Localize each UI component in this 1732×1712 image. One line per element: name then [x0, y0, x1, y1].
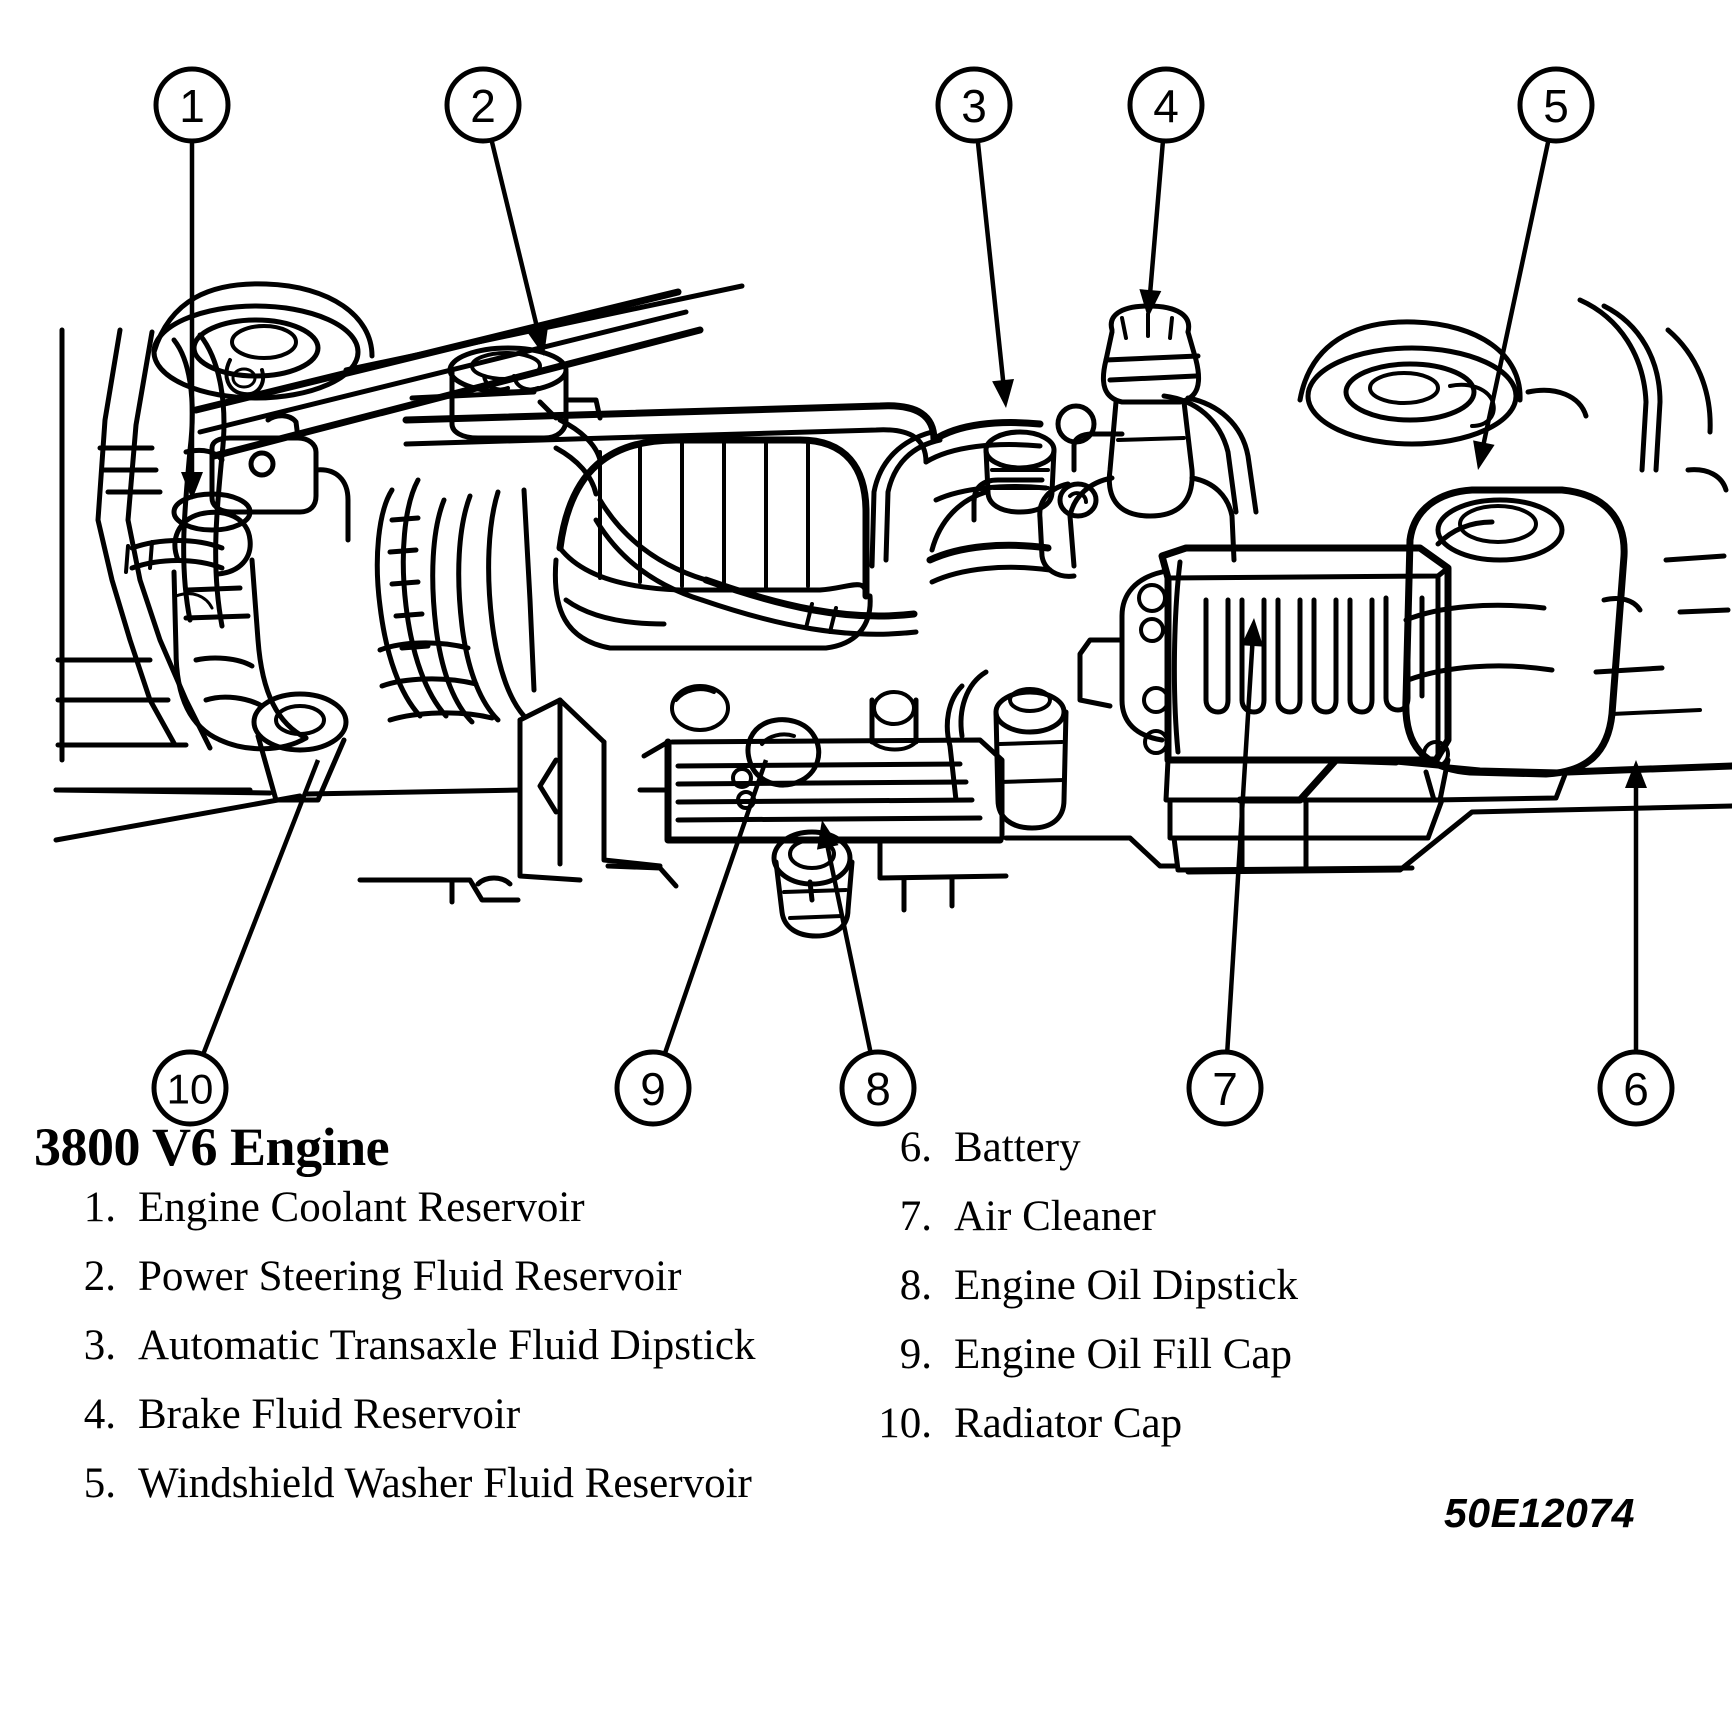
callout-number-2: 2 [470, 80, 496, 132]
washer-fluid-reservoir [1402, 486, 1702, 803]
callout-arrowhead [1473, 440, 1495, 470]
oil-dipstick [771, 829, 855, 939]
legend-item-number: 3. [83, 1322, 116, 1369]
legend-item-label: Windshield Washer Fluid Reservoir [138, 1460, 752, 1507]
callout-arrowhead [1241, 618, 1264, 647]
legend-item: 3. Automatic Transaxle Fluid Dipstick [46, 1324, 846, 1367]
vacuum-valve-block [971, 403, 1125, 579]
callout-bubble-2[interactable] [444, 66, 522, 144]
callout-bubble-5[interactable] [1517, 66, 1595, 144]
air-cleaner-box [1077, 544, 1452, 873]
legend-item-number: 7. [899, 1193, 932, 1240]
legend-column-right: 6. Battery 7. Air Cleaner 8. Engine Oil Dipst… [862, 1126, 1482, 1471]
callout-leader-line [1481, 139, 1551, 446]
artwork-group: 1 2 3 4 5 6 7 8 9 10 [53, 66, 1732, 1127]
battery-region [1185, 756, 1732, 875]
right-strut-tower [1297, 297, 1731, 615]
callout-number-6: 6 [1623, 1063, 1649, 1115]
callout-number-9: 9 [640, 1063, 666, 1115]
callout-number-7: 7 [1212, 1063, 1238, 1115]
legend-column-left: 1. Engine Coolant Reservoir 2. Power Steeri… [46, 1186, 846, 1531]
legend-item-number: 6. [899, 1124, 932, 1171]
misc-fittings [670, 684, 919, 752]
legend-item: 1. Engine Coolant Reservoir [46, 1186, 846, 1229]
callout-number-10: 10 [167, 1066, 214, 1113]
callout-bubble-4[interactable] [1127, 66, 1205, 144]
valve-cover [517, 697, 1005, 883]
legend-item-number: 2. [83, 1253, 116, 1300]
callout-bubble-6[interactable] [1597, 1049, 1675, 1127]
callout-arrowhead [526, 326, 549, 356]
callout-bubble-10[interactable] [151, 1049, 229, 1127]
legend-item: 8. Engine Oil Dipstick [862, 1264, 1482, 1307]
legend-item: 9. Engine Oil Fill Cap [862, 1333, 1482, 1376]
oil-fill-cap [731, 717, 822, 810]
legend-item-label: Battery [954, 1124, 1081, 1171]
callout-number-1: 1 [179, 80, 205, 132]
brake-fluid-reservoir [1067, 303, 1237, 569]
legend-item: 5. Windshield Washer Fluid Reservoir [46, 1462, 846, 1505]
callout-bubble-8[interactable] [839, 1049, 917, 1127]
figure-code: 50E12074 [1444, 1490, 1635, 1536]
callout-bubble-1[interactable] [153, 66, 231, 144]
legend-item-number: 5. [83, 1460, 116, 1507]
left-fender-structure [53, 327, 273, 796]
power-steering-reservoir [447, 345, 603, 441]
legend-item-label: Radiator Cap [954, 1400, 1183, 1447]
legend-item: 6. Battery [862, 1126, 1482, 1169]
legend-item-number: 9. [899, 1331, 932, 1378]
upper-crossbar-hoses [402, 389, 938, 637]
coolant-reservoir [124, 491, 349, 803]
callout-bubble-9[interactable] [614, 1049, 692, 1127]
legend-item-number: 10. [878, 1400, 932, 1447]
radiator-cap-assembly [151, 281, 375, 401]
legend-item: 4. Brake Fluid Reservoir [46, 1393, 846, 1436]
callout-leader-line [200, 759, 321, 1056]
callout-leader-line [489, 139, 541, 332]
callout-arrowhead [992, 378, 1014, 408]
callout-arrowhead [1625, 760, 1647, 788]
callout-number-4: 4 [1153, 80, 1179, 132]
legend-item-label: Engine Oil Fill Cap [954, 1331, 1293, 1378]
legend-item-number: 1. [83, 1184, 116, 1231]
callout-number-5: 5 [1543, 80, 1569, 132]
center-right-hoses [923, 393, 1259, 585]
legend-item-label: Air Cleaner [954, 1193, 1156, 1240]
callout-bubble-3[interactable] [935, 66, 1013, 144]
legend-item-label: Power Steering Fluid Reservoir [138, 1253, 682, 1300]
callout-leader-line [662, 759, 769, 1055]
callout-arrowhead [181, 472, 203, 500]
legend-item-label: Automatic Transaxle Fluid Dipstick [138, 1322, 756, 1369]
callout-leader-line [1224, 643, 1255, 1053]
callout-arrowhead [1139, 289, 1162, 318]
left-bracket-box [209, 413, 351, 543]
lower-body-lines [53, 787, 1179, 913]
callout-layer: 1 2 3 4 5 6 7 8 9 10 [151, 66, 1675, 1127]
legend-item-label: Engine Coolant Reservoir [138, 1184, 585, 1231]
legend-item-label: Brake Fluid Reservoir [138, 1391, 521, 1438]
legend-item-number: 4. [83, 1391, 116, 1438]
legend-item: 2. Power Steering Fluid Reservoir [46, 1255, 846, 1298]
legend-item: 7. Air Cleaner [862, 1195, 1482, 1238]
legend-item: 10. Radiator Cap [862, 1402, 1482, 1445]
callout-leader-line [825, 844, 873, 1054]
accessory-drive [374, 477, 537, 725]
callout-arrowhead [816, 820, 839, 850]
intake-manifold [552, 436, 873, 651]
legend-block: 3800 V6 Engine 1. Engine Coolant Reservoi… [0, 1100, 1732, 1712]
legend-item-number: 8. [899, 1262, 932, 1309]
callout-bubble-7[interactable] [1186, 1049, 1264, 1127]
cowl-diagonal-bars [192, 283, 745, 460]
page-title: 3800 V6 Engine [34, 1117, 390, 1177]
callout-number-8: 8 [865, 1063, 891, 1115]
canister-assembly [944, 669, 1069, 831]
callout-number-3: 3 [961, 80, 987, 132]
callout-leader-line [975, 140, 1006, 383]
legend-item-label: Engine Oil Dipstick [954, 1262, 1298, 1309]
callout-leader-line [1147, 140, 1166, 293]
